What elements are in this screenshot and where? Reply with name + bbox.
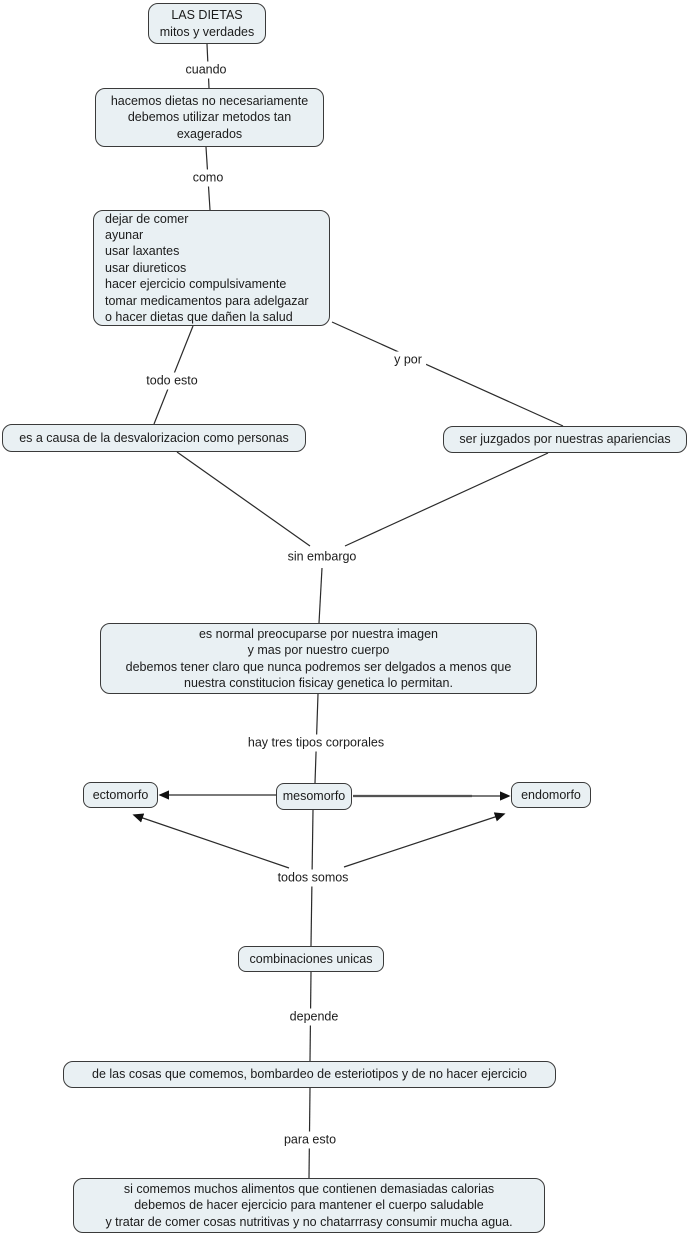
link-label-sin-embargo[interactable]: sin embargo — [283, 548, 361, 566]
link-label-hay-tres-tipos[interactable]: hay tres tipos corporales — [243, 734, 389, 752]
node-metodos-exagerados[interactable]: hacemos dietas no necesariamente debemos… — [95, 88, 324, 147]
link-label-cuando[interactable]: cuando — [181, 61, 231, 79]
link-label-para-esto[interactable]: para esto — [279, 1131, 341, 1149]
link-label-como[interactable]: como — [188, 169, 228, 187]
link-label-todos-somos[interactable]: todos somos — [273, 869, 353, 887]
node-ectomorfo[interactable]: ectomorfo — [83, 782, 158, 808]
link-label-todo-esto[interactable]: todo esto — [142, 372, 202, 390]
link-label-y-por[interactable]: y por — [390, 351, 426, 369]
node-endomorfo[interactable]: endomorfo — [511, 782, 591, 808]
node-preocupacion-normal[interactable]: es normal preocuparse por nuestra imagen… — [100, 623, 537, 694]
node-consejo[interactable]: si comemos muchos alimentos que contiene… — [73, 1178, 545, 1233]
node-combinaciones[interactable]: combinaciones unicas — [238, 946, 384, 972]
node-mesomorfo[interactable]: mesomorfo — [276, 783, 352, 810]
node-desvalorizacion[interactable]: es a causa de la desvalorizacion como pe… — [2, 424, 306, 452]
node-lista-metodos[interactable]: dejar de comer ayunar usar laxantes usar… — [93, 210, 330, 326]
node-juzgados[interactable]: ser juzgados por nuestras apariencias — [443, 426, 687, 453]
node-causas[interactable]: de las cosas que comemos, bombardeo de e… — [63, 1061, 556, 1088]
link-label-depende[interactable]: depende — [285, 1008, 343, 1026]
node-root[interactable]: LAS DIETAS mitos y verdades — [148, 3, 266, 44]
